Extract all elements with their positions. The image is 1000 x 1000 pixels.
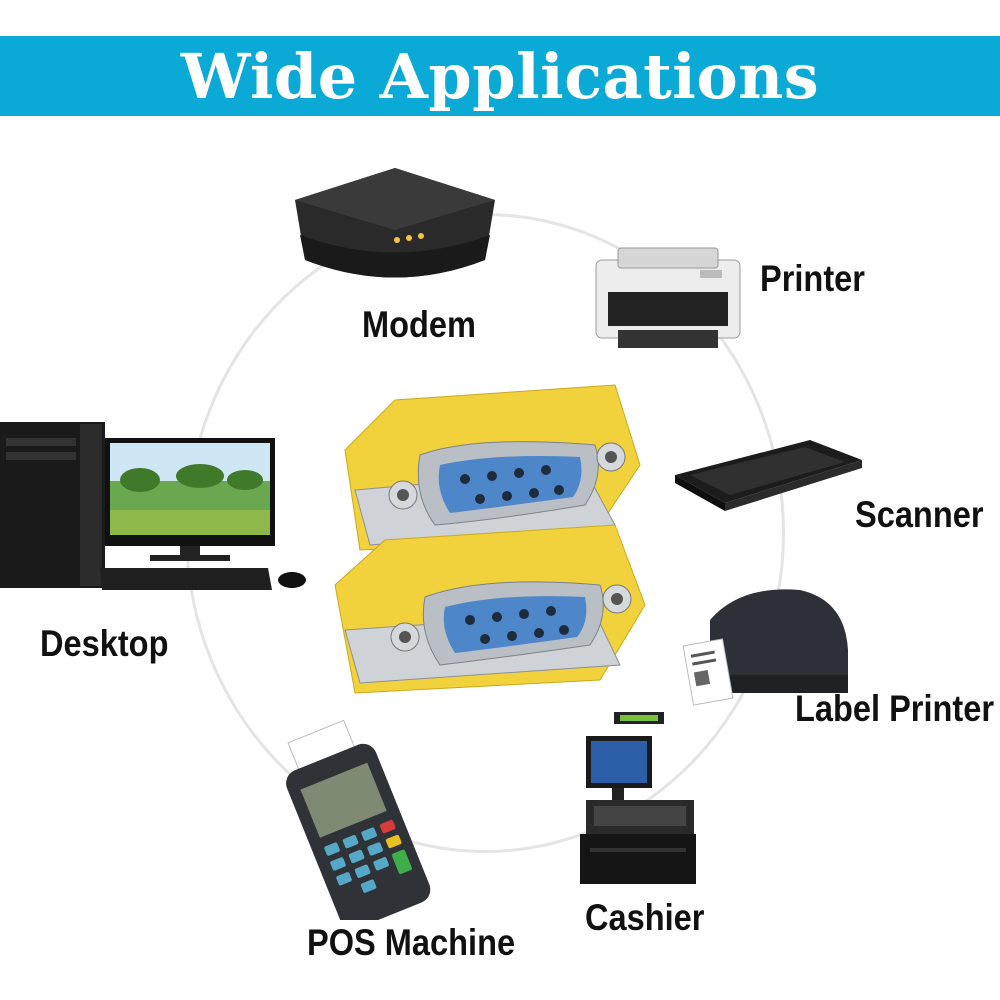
label-printer-icon (680, 580, 855, 720)
modem-icon (285, 160, 505, 300)
label-printer-label: Label Printer (795, 688, 995, 729)
pos-machine-label: POS Machine (307, 922, 516, 963)
db9-gender-changer-icon (315, 375, 655, 700)
desktop-label: Desktop (40, 623, 169, 664)
scanner-label: Scanner (855, 494, 984, 535)
printer-icon (588, 240, 748, 352)
modem-label: Modem (362, 304, 476, 345)
printer-label: Printer (760, 258, 865, 299)
scanner-icon (670, 435, 865, 515)
cashier-label: Cashier (585, 897, 705, 938)
pos-terminal-icon (285, 715, 460, 920)
title-banner: Wide Applications (0, 36, 1000, 116)
desktop-computer-icon (0, 418, 312, 598)
banner-title: Wide Applications (180, 39, 820, 113)
cash-register-icon (580, 708, 700, 888)
